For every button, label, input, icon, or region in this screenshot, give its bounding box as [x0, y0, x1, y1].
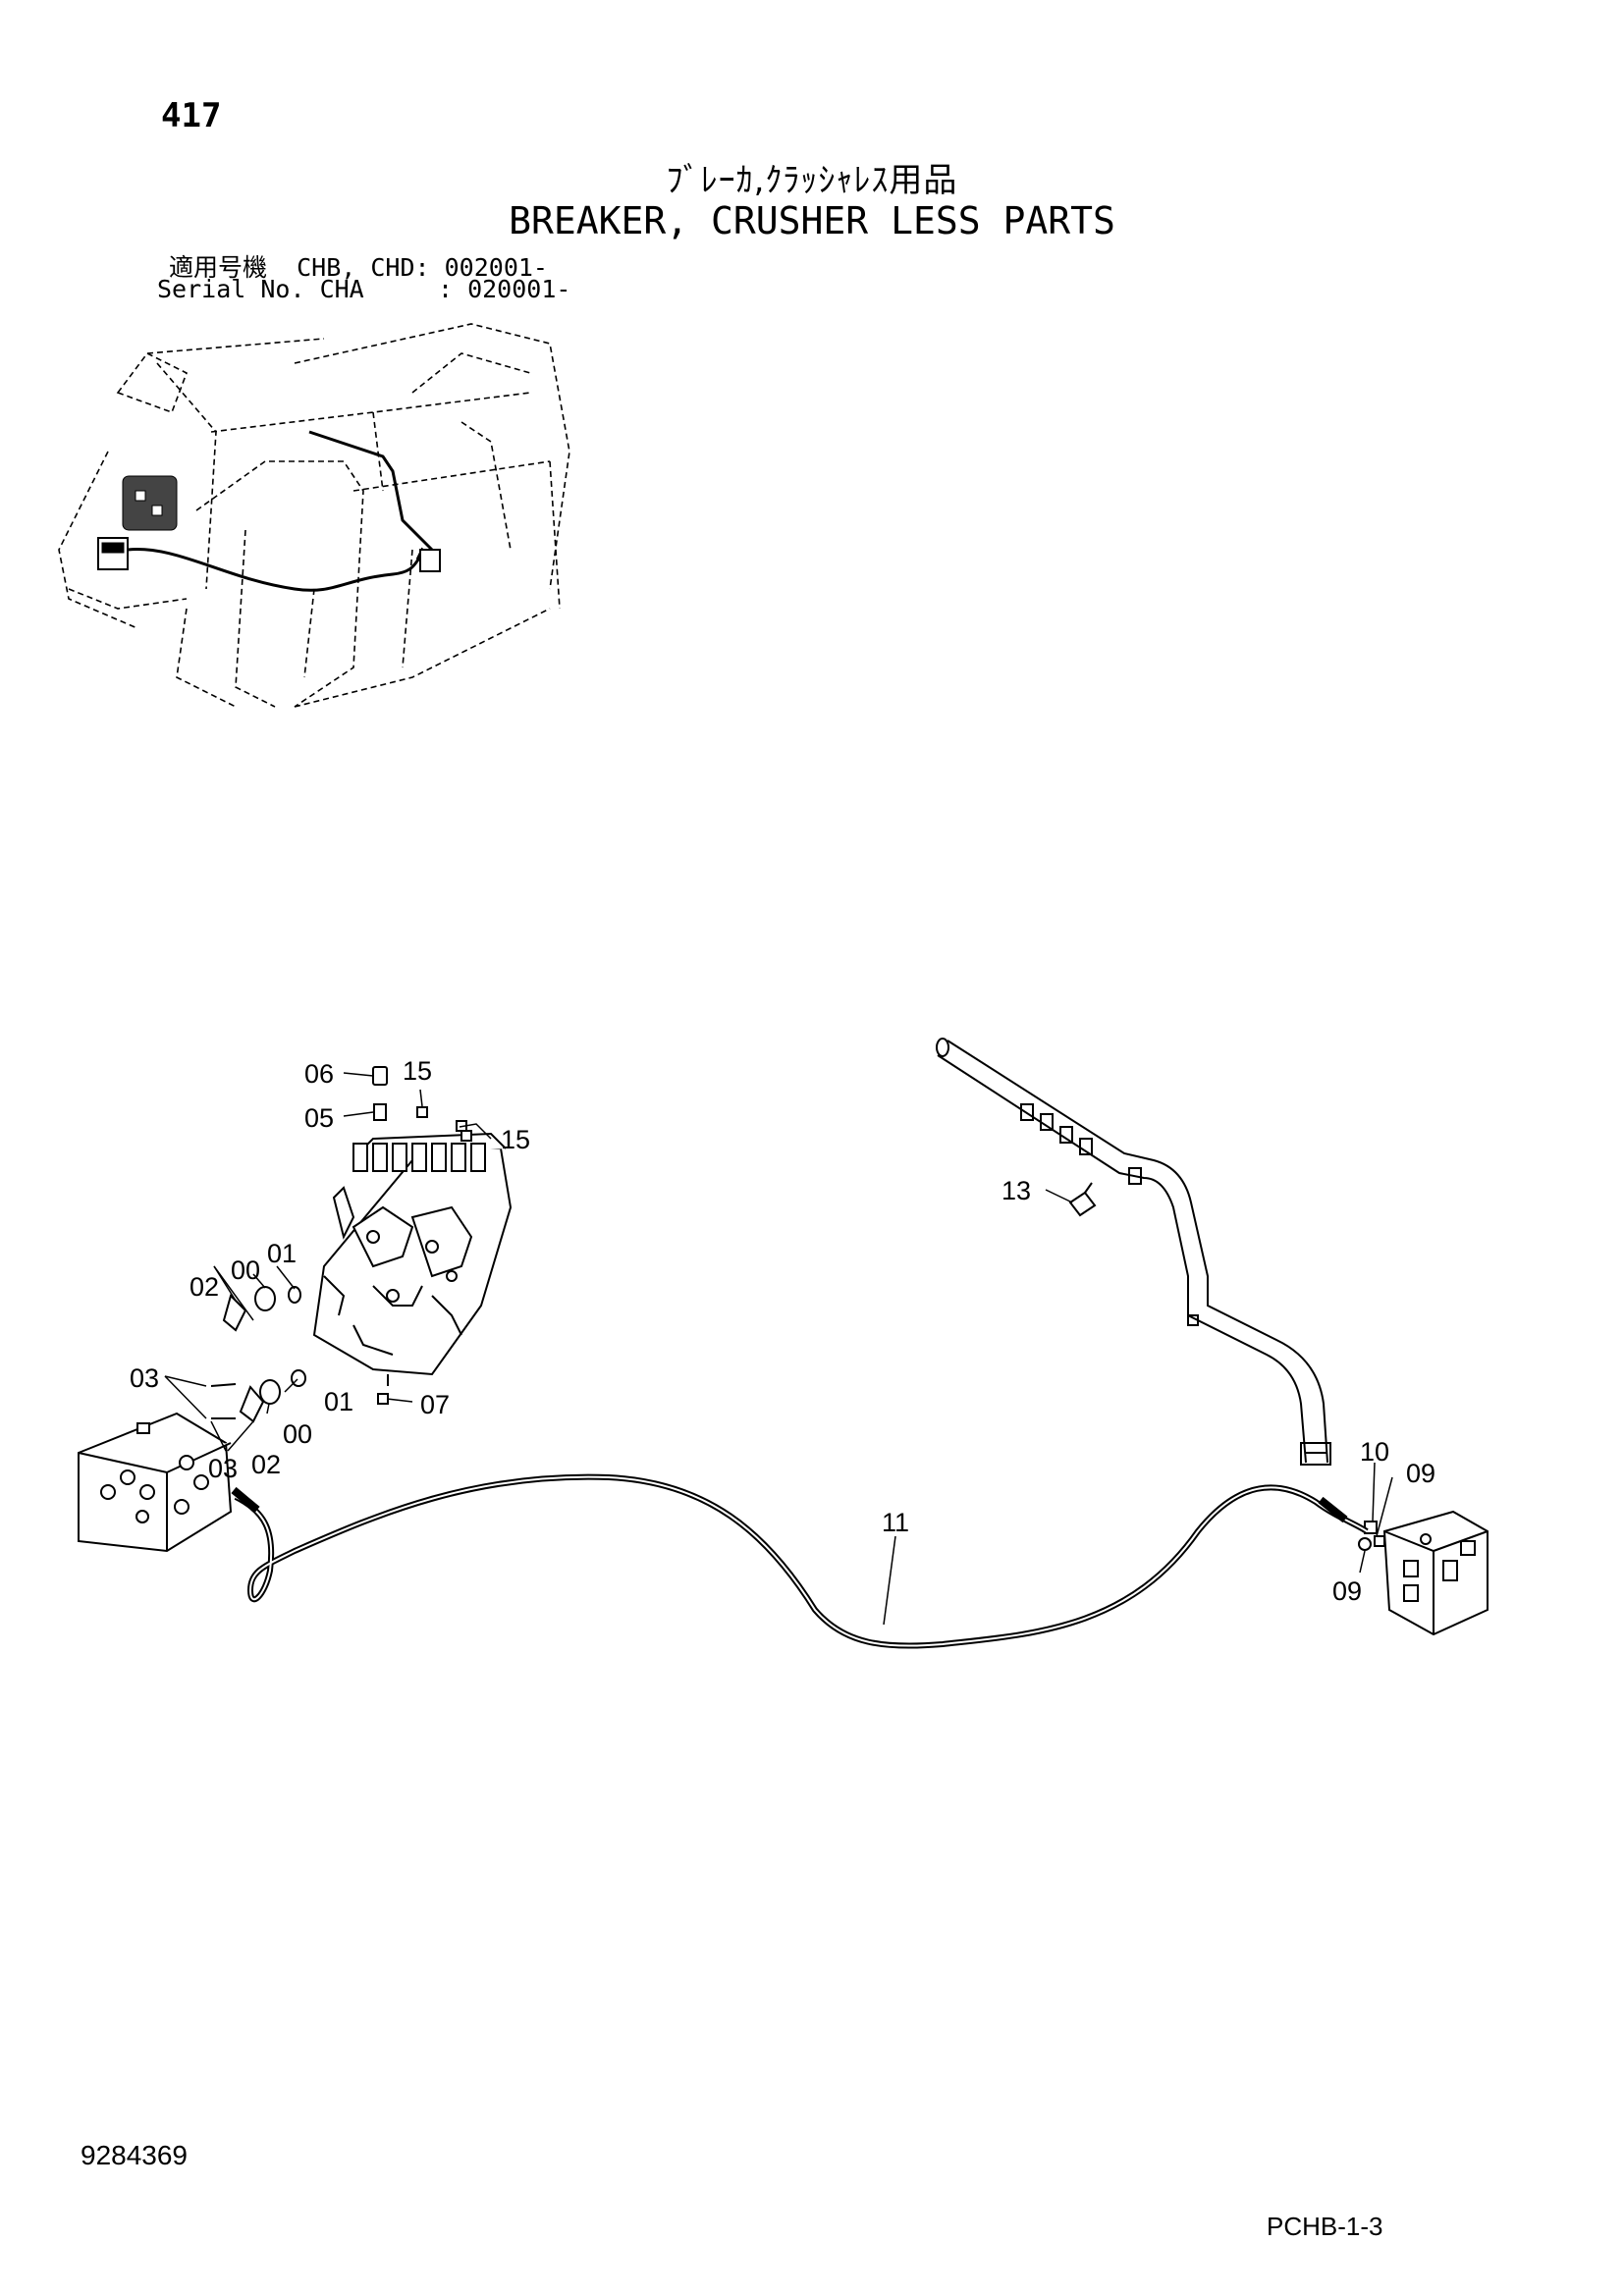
document-number: 9284369 — [81, 2140, 189, 2170]
left-valve-block — [78, 1412, 233, 1553]
callout-10: 10 — [1360, 1437, 1389, 1467]
callout-03-bottom: 03 — [208, 1454, 238, 1483]
hose-11 — [231, 1473, 1369, 1649]
callout-00-bottom: 00 — [283, 1419, 312, 1449]
callout-02-bottom: 02 — [251, 1450, 281, 1479]
overview-pilot-valve — [419, 549, 441, 572]
main-control-valve — [312, 1132, 513, 1386]
callout-06: 06 — [304, 1059, 334, 1089]
page-code: PCHB-1-3 — [1267, 2212, 1383, 2241]
callout-07: 07 — [420, 1390, 450, 1419]
leader-lines — [164, 1072, 1393, 1626]
serial-line-2: Serial No. CHA : 020001- — [157, 275, 571, 303]
page-number: 417 — [161, 96, 222, 135]
callout-09-bottom: 09 — [1332, 1576, 1362, 1606]
overview-control-valve — [97, 475, 178, 570]
callout-05: 05 — [304, 1103, 334, 1133]
callout-13: 13 — [1001, 1176, 1031, 1205]
fittings-09-10 — [1358, 1521, 1385, 1551]
serial-line-1: 適用号機 CHB, CHD: 002001- — [169, 253, 548, 282]
callout-15-right: 15 — [501, 1125, 530, 1154]
fitting-13 — [1068, 1182, 1097, 1217]
machine-overview-sketch — [58, 323, 570, 708]
callout-01-bottom: 01 — [324, 1387, 353, 1416]
callout-15-top: 15 — [403, 1056, 432, 1086]
title-japanese: ﾌﾞﾚｰｶ,ｸﾗｯｼｬﾚｽ用品 — [666, 161, 958, 200]
callout-01-top: 01 — [267, 1239, 297, 1268]
callout-09-right: 09 — [1406, 1459, 1435, 1488]
callout-labels: 06 15 05 15 13 01 00 02 03 01 07 00 03 0… — [130, 1056, 1435, 1606]
right-valve-block — [1382, 1510, 1489, 1636]
callout-11: 11 — [882, 1508, 909, 1537]
callout-00-top: 00 — [231, 1255, 260, 1285]
title-english: BREAKER, CRUSHER LESS PARTS — [509, 199, 1115, 242]
pilot-line-pipe — [936, 1038, 1331, 1466]
callout-03-top: 03 — [130, 1363, 159, 1393]
callout-02-top: 02 — [189, 1272, 219, 1302]
